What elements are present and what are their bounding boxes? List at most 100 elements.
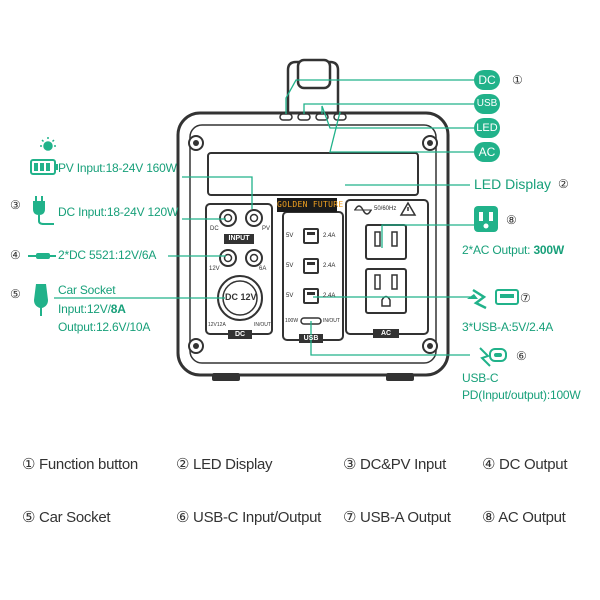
ac-output-label: 2*AC Output: 300W — [462, 243, 564, 257]
v12-port-label: 12V — [209, 266, 220, 272]
leader-usb-c — [310, 321, 470, 356]
usb-c-plug-icon — [479, 347, 507, 367]
usbc-watt-label: 100W — [285, 318, 299, 324]
screw-icon — [193, 343, 199, 349]
marker-6: ⑥ — [516, 349, 527, 363]
car-input-text: Input:12V/ — [58, 302, 111, 316]
ac-output-strong: 300W — [533, 243, 565, 257]
pill-ac: AC — [474, 142, 500, 162]
legend-marker: ① — [22, 456, 36, 473]
led-display-panel — [207, 152, 419, 196]
legend-text: DC&PV Input — [360, 456, 446, 473]
legend-text: AC Output — [498, 509, 566, 526]
legend-item-6: ⑥ USB-C Input/Output — [176, 508, 321, 526]
legend-marker: ③ — [343, 456, 357, 473]
pill-usb: USB — [474, 94, 500, 114]
a6-port-label: 6A — [259, 266, 267, 272]
screw-icon — [427, 343, 433, 349]
car-output-label: Output:12.6V/10A — [58, 320, 151, 334]
input-tag: INPUT — [228, 235, 250, 242]
ac-output-text: 2*AC Output: — [462, 243, 534, 257]
usb-row-2-right: 2.4A — [323, 263, 336, 269]
function-button — [279, 113, 293, 121]
legend-text: Function button — [39, 456, 138, 473]
legend-marker: ⑥ — [176, 509, 190, 526]
input-tag-bg — [224, 234, 254, 244]
usb-row-3-left: 5V — [286, 293, 294, 299]
legend-marker: ② — [176, 456, 190, 473]
legend-item-2: ② LED Display — [176, 455, 273, 473]
pill-dc: DC — [474, 70, 500, 90]
usb-a-port — [303, 288, 319, 304]
pv-input-label: PV Input:18-24V 160W — [58, 161, 177, 175]
usb-a-port — [303, 258, 319, 274]
leader-dc — [285, 79, 476, 114]
legend-text: USB-A Output — [360, 509, 451, 526]
dc-tag: DC — [234, 331, 246, 338]
plug-icon — [33, 201, 45, 215]
car-spec-label: 12V12A — [208, 322, 226, 328]
leader-ac-output — [381, 224, 476, 248]
leader-led — [321, 105, 476, 129]
marker-1: ① — [512, 73, 523, 87]
led-display-label: LED Display — [474, 176, 552, 192]
marker-5: ⑤ — [10, 287, 21, 301]
legend-item-7: ⑦ USB-A Output — [343, 508, 451, 526]
car-input-strong: 8A — [110, 302, 126, 316]
legend-marker: ⑤ — [22, 509, 36, 526]
leader-ac — [329, 111, 476, 153]
usb-row-1-right: 2.4A — [323, 233, 336, 239]
leader-pv — [182, 176, 253, 209]
legend-marker: ⑦ — [343, 509, 357, 526]
dc-cable-icon — [28, 253, 56, 259]
function-button — [333, 113, 347, 121]
usb-row-2-left: 5V — [286, 263, 294, 269]
dc-port-label: DC — [210, 226, 219, 232]
pv-port-label: PV — [262, 226, 271, 232]
device-inner-frame — [189, 124, 437, 364]
legend-text: LED Display — [193, 456, 273, 473]
pill-led: LED — [474, 118, 500, 138]
legend-item-4: ④ DC Output — [482, 455, 568, 473]
car-plug-icon — [34, 284, 48, 316]
function-button — [297, 113, 311, 121]
usb-a-port — [303, 228, 319, 244]
legend-text: USB-C Input/Output — [193, 509, 322, 526]
device-foot-left — [212, 373, 240, 381]
usb-row-1-left: 5V — [286, 233, 294, 239]
dc-tag-bg — [228, 330, 252, 339]
dc5521-label: 2*DC 5521:12V/6A — [58, 248, 157, 262]
usbc-inout-label: IN/OUT — [323, 318, 340, 324]
usb-a-plug-icon — [467, 288, 519, 310]
leader-usb — [303, 103, 476, 114]
legend-item-8: ⑧ AC Output — [482, 508, 566, 526]
screw-icon — [193, 140, 199, 146]
marker-4: ④ — [10, 248, 21, 262]
marker-7: ⑦ — [520, 291, 531, 305]
marker-8: ⑧ — [506, 213, 517, 227]
usb-a-label: 3*USB-A:5V/2.4A — [462, 320, 554, 334]
legend-marker: ④ — [482, 456, 496, 473]
device-foot-right — [386, 373, 414, 381]
car-socket-title: Car Socket — [58, 283, 116, 297]
marker-2: ② — [558, 177, 569, 191]
car-input-label: Input:12V/8A — [58, 302, 126, 316]
dc-inout-label: IN/OUT — [254, 322, 271, 328]
dc-input-label: DC Input:18-24V 120W — [58, 205, 179, 219]
usb-c-label-1: USB-C — [462, 371, 499, 385]
marker-3: ③ — [10, 198, 21, 212]
usb-tag: USB — [303, 335, 319, 342]
handle-grip — [296, 58, 332, 90]
ac-freq-label: 50/60Hz — [374, 206, 397, 212]
car-socket-label: DC 12V — [225, 292, 257, 302]
legend-item-5: ⑤ Car Socket — [22, 508, 111, 526]
legend-item-1: ① Function button — [22, 455, 138, 473]
sun-icon — [40, 137, 56, 151]
ac-outlet — [365, 224, 407, 260]
brand-plate-bg — [277, 198, 337, 212]
screw-icon — [427, 140, 433, 146]
ac-tag-bg — [373, 329, 399, 338]
usb-c-label-2: PD(Input/output):100W — [462, 388, 581, 402]
legend-text: DC Output — [499, 456, 568, 473]
